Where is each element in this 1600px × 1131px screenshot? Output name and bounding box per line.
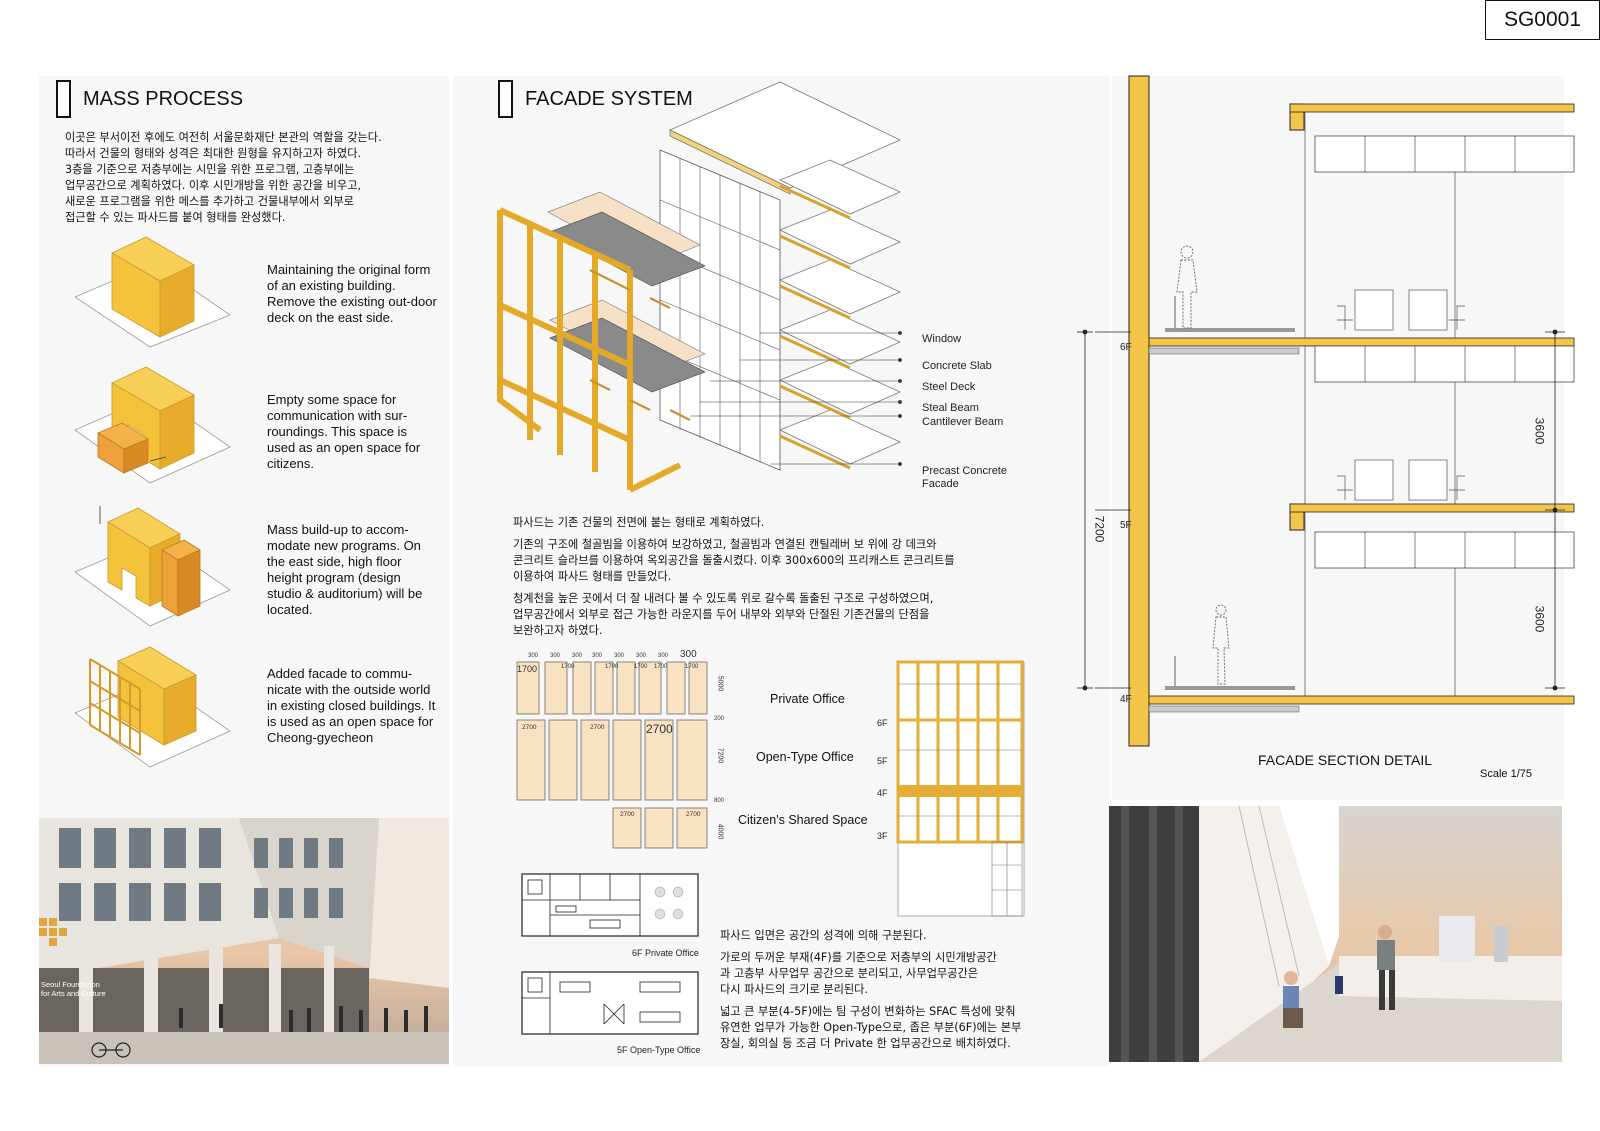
dim-label: 300 [528,653,539,659]
dim-label: 7200 [716,747,724,764]
dim-label: 1700 [634,664,648,670]
heading-marker-icon [56,80,71,118]
mass-process-heading: MASS PROCESS [56,80,243,118]
facade-text-line: 유연한 업무가 가능한 Open-Type으로, 좁은 부분(6F)에는 본부 [720,1021,1022,1034]
section-title: FACADE SECTION DETAIL [1258,752,1432,768]
dim-label: 1700 [517,664,538,674]
facade-text-line: 과 고층부 사무업무 공간으로 분리되고, 사무업무공간은 [720,967,979,980]
facade-text-line: 콘크리트 슬라브를 이용하여 옥외공간을 돌출시켰다. 이후 300x600의 … [513,554,955,567]
section-dim-lower: 3600 [1532,605,1547,633]
section-dim-upper: 3600 [1532,417,1547,445]
intro-line: 3층을 기준으로 저층부에는 시민을 위한 프로그램, 고층부에는 [65,163,355,176]
render-sign: Seoul Foundation for Arts and Culture [41,980,106,998]
dim-label: 300 [636,653,647,659]
dim-label: 300 [572,653,583,659]
elevation-floor-3f: 3F [877,831,888,841]
facade-section-drawing [1077,75,1575,747]
dim-label: 2700 [646,722,673,736]
mass-step-4-text: Added facade to commu-nicate with the ou… [267,666,436,745]
dim-label: 2700 [620,811,635,818]
plan-label-5f: 5F Open-Type Office [617,1045,701,1055]
section-floor-6f: 6F [1120,342,1132,353]
mass-step-3-diagram [74,506,231,627]
dim-label: 5000 [716,675,724,692]
intro-line: 새로운 프로그램을 위한 메스를 추가하고 건물내부에서 외부로 [65,195,354,208]
mass-step-4-diagram [74,646,231,768]
dim-label: 200 [714,716,725,722]
section-dim-total: 7200 [1092,515,1107,543]
sign-line: for Arts and Culture [41,989,106,998]
facade-text-line: 다시 파사드의 크기로 분리된다. [720,983,869,996]
label-precast-concrete: Precast Concrete [922,465,1007,477]
dim-label: 300 [658,653,669,659]
label-cantilever-beam: Cantilever Beam [922,416,1004,428]
facade-panel-elevation [516,661,708,849]
intro-line: 따라서 건물의 형태와 성격은 최대한 원형을 유지하고자 하였다. [65,147,362,160]
facade-text-line: 파사드는 기존 건물의 전면에 붙는 형태로 계획하였다. [513,516,765,529]
intro-line: 접근할 수 있는 파사드를 붙여 형태를 완성했다. [65,211,286,224]
dim-label: 2700 [686,811,701,818]
facade-text-line: 보완하고자 하였다. [513,624,603,637]
exterior-render-image: Seoul Foundation for Arts and Culture [39,818,449,1064]
facade-colored-elevation [896,660,1025,917]
interior-balcony-render-image [1109,806,1562,1062]
panel-section [1112,76,1564,800]
section-floor-4f: 4F [1120,694,1132,705]
elevation-floor-4f: 4F [877,788,888,798]
dim-label: 2700 [590,724,605,731]
facade-system-heading: FACADE SYSTEM [498,80,693,118]
sheet-code: SG0001 [1485,0,1600,40]
facade-text-line: 청계천을 높은 곳에서 더 잘 내려다 볼 수 있도록 위로 갈수록 돌출된 구… [513,592,934,605]
facade-text-line: 기존의 구조에 철골빔을 이용하여 보강하였고, 철골빔과 연결된 캔틸레버 보… [513,538,937,551]
dim-label: 300 [680,649,697,660]
label-window: Window [922,333,962,345]
mass-step-2-diagram [74,366,231,484]
mass-step-1-text: Maintaining the original form of an exis… [267,262,437,325]
facade-text-line: 파사드 입면은 공간의 성격에 의해 구분된다. [720,929,927,942]
facade-system-title: FACADE SYSTEM [525,87,693,110]
section-scale: Scale 1/75 [1480,768,1532,780]
zone-citizens-shared-space: Citizen's Shared Space [738,813,868,827]
elevation-floor-5f: 5F [877,756,888,766]
facade-text-line: 넓고 큰 부분(4-5F)에는 팀 구성이 변화하는 SFAC 특성에 맞춰 [720,1005,1016,1018]
mass-step-1-diagram [74,236,231,348]
floor-plan-5f [521,971,699,1035]
mass-step-2-text: Empty some space for communication with … [267,392,421,471]
dim-label: 1700 [685,664,699,670]
dim-label: 1700 [605,664,619,670]
facade-text-line: 이용하여 파사드 형태를 만들었다. [513,570,672,583]
facade-exploded-axonometric [497,81,902,493]
intro-line: 이곳은 부서이전 후에도 여전히 서울문화재단 본관의 역할을 갖는다. [65,131,382,144]
zone-open-type-office: Open-Type Office [756,750,854,764]
dim-label: 2700 [522,724,537,731]
mass-step-3-text: Mass build-up to accom-modate new progra… [267,522,423,617]
facade-text-block-2: 파사드 입면은 공간의 성격에 의해 구분된다. 가로의 두꺼운 부재(4F)를… [720,928,1110,1052]
label-facade: Facade [922,478,959,490]
label-steel-beam: Steal Beam [922,402,979,414]
zone-private-office: Private Office [770,692,845,706]
dim-label: 800 [714,798,725,804]
dim-label: 1700 [654,664,668,670]
dim-label: 300 [550,653,561,659]
dim-label: 1700 [561,664,575,670]
mass-process-title: MASS PROCESS [83,87,244,110]
section-floor-5f: 5F [1120,520,1132,531]
dim-label: 300 [614,653,625,659]
dim-label: 4000 [716,823,724,840]
intro-line: 업무공간으로 계획하였다. 이후 시민개방을 위한 공간을 비우고, [65,179,362,192]
mass-process-intro: 이곳은 부서이전 후에도 여전히 서울문화재단 본관의 역할을 갖는다. 따라서… [65,130,445,226]
facade-text-line: 가로의 두꺼운 부재(4F)를 기준으로 저층부의 시민개방공간 [720,951,997,964]
sign-line: Seoul Foundation [41,980,100,989]
floor-plan-6f [521,873,699,937]
facade-text-block-1: 파사드는 기존 건물의 전면에 붙는 형태로 계획하였다. 기존의 구조에 철골… [513,515,1033,639]
label-concrete-slab: Concrete Slab [922,360,992,372]
heading-marker-icon [498,80,513,118]
facade-text-line: 장실, 회의실 등 조금 더 Private 한 업무공간으로 배치하였다. [720,1037,1011,1050]
plan-label-6f: 6F Private Office [632,948,699,958]
elevation-floor-6f: 6F [877,718,888,728]
dim-label: 300 [592,653,603,659]
label-steel-deck: Steel Deck [922,381,976,393]
facade-text-line: 업무공간에서 외부로 접근 가능한 라운지를 두어 내부와 외부와 단절된 기존… [513,608,930,621]
